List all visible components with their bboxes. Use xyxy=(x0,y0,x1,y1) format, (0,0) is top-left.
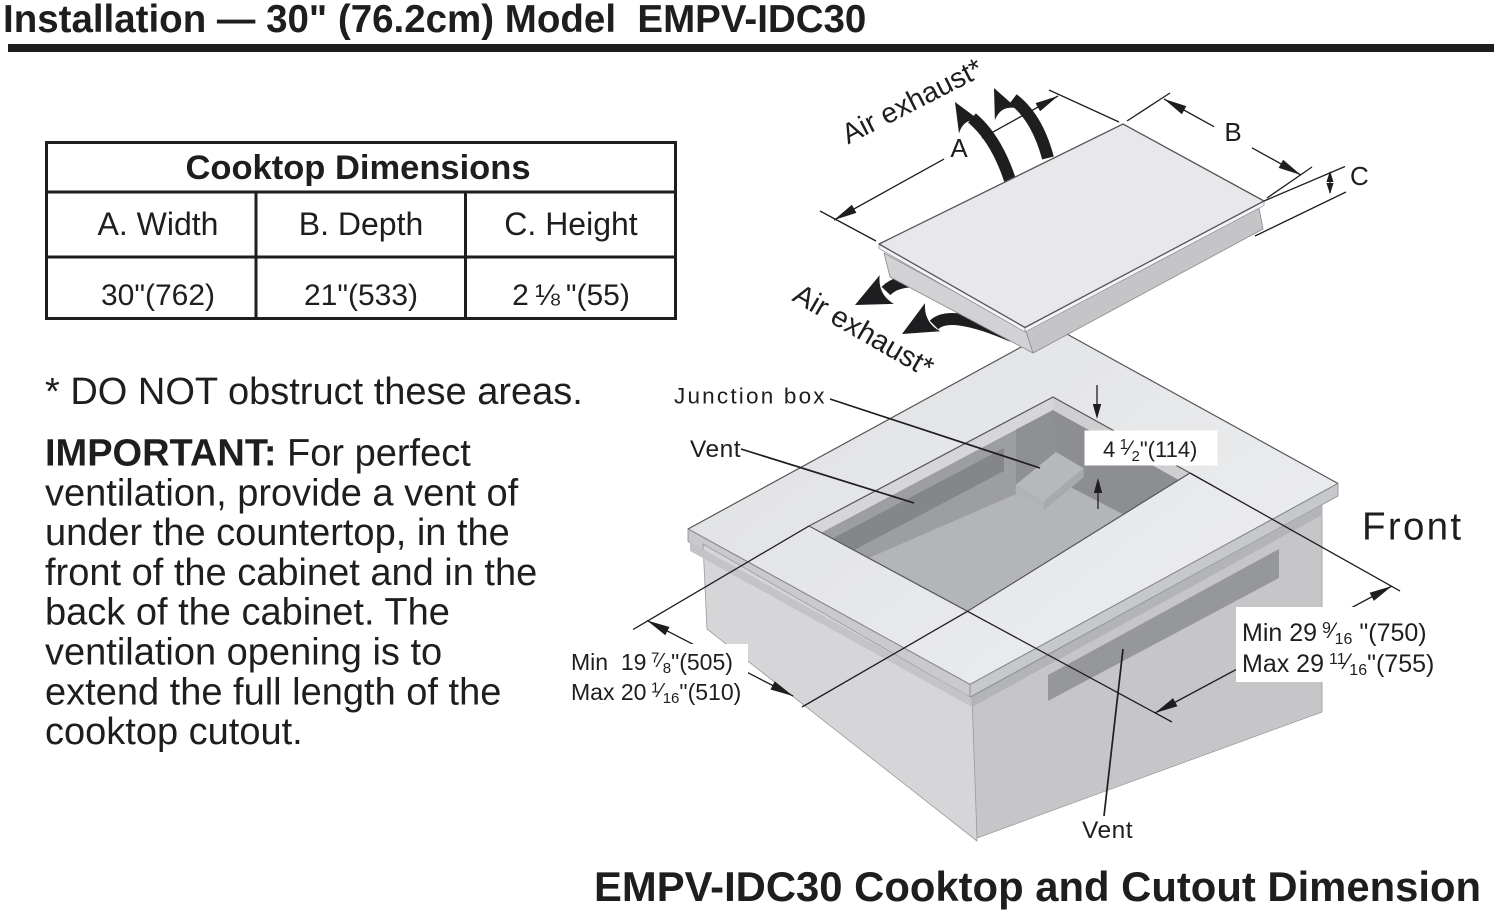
svg-text:back of the cabinet. The: back of the cabinet. The xyxy=(45,592,450,634)
svg-text:2 ⅛ "(55): 2 ⅛ "(55) xyxy=(512,279,630,312)
svg-text:Junction box: Junction box xyxy=(674,384,827,409)
svg-text:extend the full length of the: extend the full length of the xyxy=(45,671,501,713)
svg-text:A. Width: A. Width xyxy=(98,206,219,242)
svg-text:B: B xyxy=(1224,117,1241,147)
svg-text:Front: Front xyxy=(1362,506,1463,549)
svg-text:Min 29 9⁄16 "(750): Min 29 9⁄16 "(750) xyxy=(1242,618,1427,648)
svg-text:IMPORTANT: For perfect: IMPORTANT: For perfect xyxy=(45,433,471,475)
svg-text:* DO NOT obstruct these areas.: * DO NOT obstruct these areas. xyxy=(45,371,583,413)
svg-text:Installation — 30" (76.2cm) Mo: Installation — 30" (76.2cm) Model EMPV-I… xyxy=(3,0,866,41)
svg-text:B. Depth: B. Depth xyxy=(299,206,424,242)
svg-text:front of the cabinet and in th: front of the cabinet and in the xyxy=(45,552,537,594)
svg-text:4 1⁄2"(114): 4 1⁄2"(114) xyxy=(1103,436,1197,465)
svg-text:ventilation opening is to: ventilation opening is to xyxy=(45,632,442,674)
svg-text:30"(762): 30"(762) xyxy=(101,279,215,312)
svg-text:A: A xyxy=(950,133,968,163)
svg-text:under the countertop, in the: under the countertop, in the xyxy=(45,512,510,554)
svg-text:21"(533): 21"(533) xyxy=(304,279,418,312)
svg-text:C: C xyxy=(1350,161,1369,191)
svg-text:C. Height: C. Height xyxy=(504,206,638,242)
svg-text:ventilation, provide a vent of: ventilation, provide a vent of xyxy=(45,472,519,514)
svg-text:EMPV-IDC30 Cooktop and Cutout: EMPV-IDC30 Cooktop and Cutout Dimension xyxy=(594,863,1481,910)
svg-text:Vent: Vent xyxy=(1082,817,1133,844)
svg-text:Cooktop Dimensions: Cooktop Dimensions xyxy=(185,149,530,187)
svg-text:cooktop cutout.: cooktop cutout. xyxy=(45,711,303,753)
svg-text:Vent: Vent xyxy=(690,436,741,463)
